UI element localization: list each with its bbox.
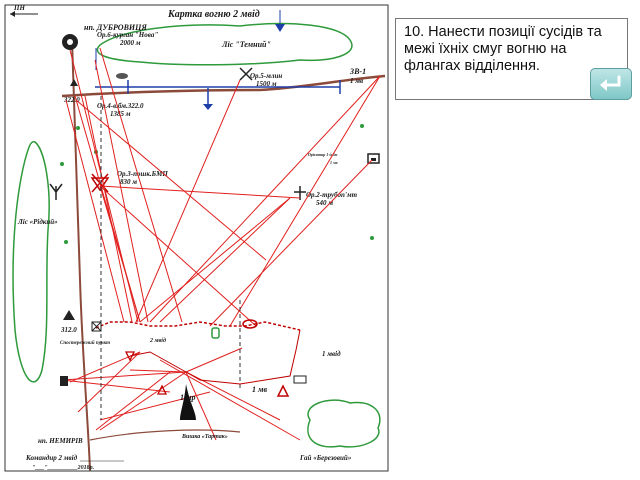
bmp-position-icon: [211, 327, 220, 339]
neighbor-left-icon: [156, 384, 168, 395]
village-top-label: нп. ДУБРОВИЦЯ: [84, 23, 147, 32]
ref-point-5: Ор.5-млин: [250, 72, 282, 80]
north-label: ПН: [13, 4, 25, 12]
grove-berezovyi: [307, 399, 381, 448]
height-322-label: 322.0: [63, 96, 80, 104]
mound-icon: [116, 73, 128, 79]
road-vertical: [71, 39, 91, 471]
forest-left-label: Ліс «Рідкий»: [17, 218, 58, 226]
squad-1-label: 1 мвід: [322, 350, 341, 358]
grove-label: Гай «Березовий»: [299, 454, 352, 462]
fire-sector-lines: [61, 47, 381, 441]
map-title: Картка вогню 2 мвід: [167, 9, 260, 20]
ref-point-5-dist: 1500 м: [256, 80, 277, 88]
firing-point-icon: [91, 321, 102, 332]
height-marker-icon: [70, 79, 78, 86]
forest-top-label: Ліс "Темний": [221, 40, 271, 49]
small-note-2: 1 мв: [330, 160, 338, 165]
village-bottom-label: нп. НЕМИРІВ: [38, 437, 83, 445]
ref-point-3-dist: 830 м: [120, 178, 137, 186]
observation-post-label: Спостережний пункт: [60, 340, 110, 346]
squad-boundary: [129, 329, 301, 385]
ref-point-6: Ор.6-курган "Нова": [97, 31, 158, 39]
mg-position-icon: [276, 384, 290, 397]
ref-point-4-dist: 1385 м: [110, 110, 131, 118]
small-note: Орієнтир 1-й бм: [308, 152, 338, 157]
map-frame: [4, 4, 389, 472]
date-line: "___"__________2018р.: [32, 465, 95, 471]
height-312-label: 312.0: [60, 326, 77, 334]
ref-point-2-dist: 540 м: [316, 199, 333, 207]
trench-line: [95, 321, 301, 331]
tower-icon: [180, 384, 196, 420]
forest-ridkyi: [12, 141, 50, 383]
task-text: 10. Нанести позиції сусідів та межі їхні…: [404, 24, 602, 74]
ref-point-3: Ор.3-пошк.БМП: [117, 170, 168, 178]
ref-point-4: Ор.4-в.бм.322.0: [97, 102, 144, 110]
ref-point-6-dist: 2000 м: [119, 39, 141, 47]
forest-temnyi: [96, 22, 353, 66]
commander-label: Командир 2 мвід: [25, 454, 78, 462]
sector-boundaries: [100, 96, 241, 420]
task-panel: 10. Нанести позиції сусідів та межі їхні…: [395, 18, 628, 100]
ref-point-zv1: ЗВ-1: [349, 67, 366, 76]
antenna-icon: [49, 183, 63, 200]
neighbor-icon: [124, 351, 136, 362]
bunker-icon: [367, 153, 380, 164]
tower-label: Вишка «Тартак»: [181, 434, 228, 440]
enter-icon: [600, 75, 621, 91]
mg-label: 1 мв: [252, 385, 267, 394]
ref-point-zv1-dist: 1 мв: [350, 77, 363, 85]
north-arrow-icon: [10, 11, 38, 17]
village-dubrovytsia-icon: [62, 34, 78, 50]
mortar-icon: [293, 375, 307, 384]
tank-icon: [60, 376, 68, 386]
windmill-icon: [239, 67, 253, 81]
squad-2-label: 2 мвід: [149, 337, 166, 344]
height-312-icon: [63, 310, 75, 320]
enter-button[interactable]: [590, 68, 632, 100]
ref-point-2: Ор.2-трубоп'мт: [306, 191, 358, 199]
dugout-icon: [242, 319, 258, 329]
road-bottom: [89, 429, 241, 441]
